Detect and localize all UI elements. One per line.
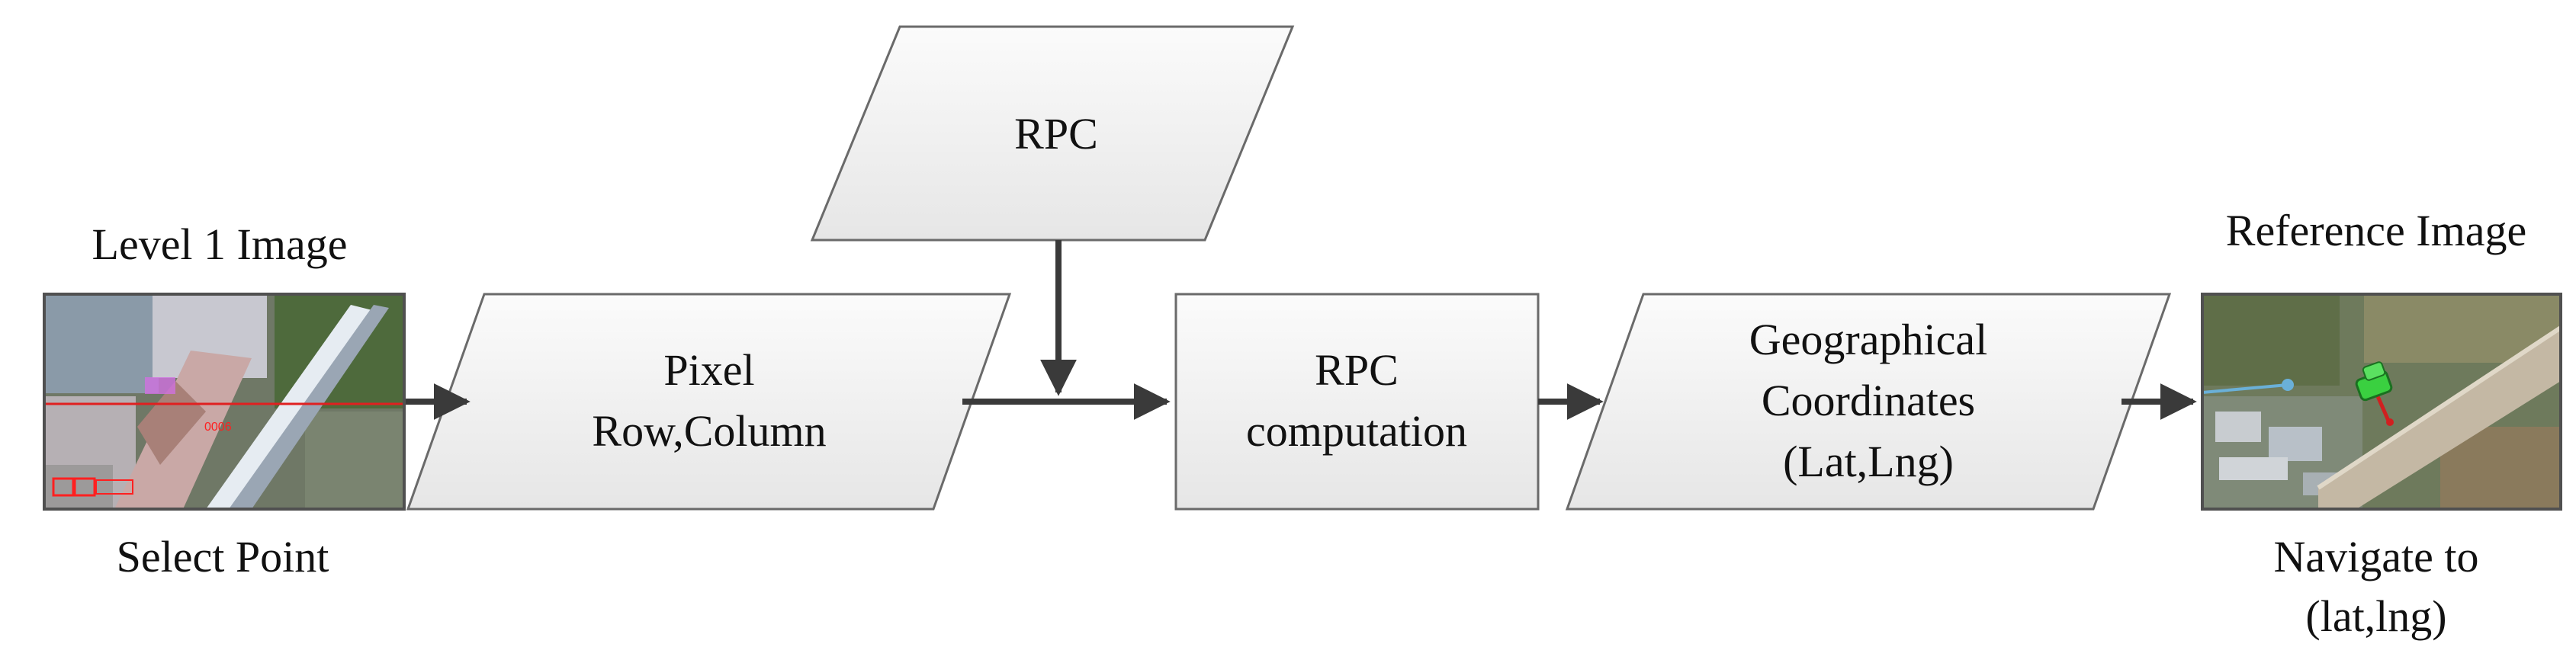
geo-box-line3: (Lat,Lng) — [1783, 437, 1954, 486]
reference-image-caption-line2: (lat,lng) — [2305, 591, 2446, 641]
level1-overlay-label: 0006 — [204, 421, 232, 434]
rpc-box: RPC — [810, 25, 1295, 242]
level1-image-caption: Select Point — [117, 532, 329, 581]
level1-image-title: Level 1 Image — [92, 219, 348, 269]
reference-image-thumbnail[interactable] — [2201, 293, 2562, 511]
pixel-box-line1: Pixel — [663, 345, 754, 395]
rpc-box-label: RPC — [1014, 109, 1098, 159]
reference-image-title: Reference Image — [2226, 206, 2526, 255]
geo-box-line2: Coordinates — [1762, 376, 1975, 425]
computation-box-line2: computation — [1246, 406, 1467, 456]
geo-box-line1: Geographical — [1749, 315, 1987, 364]
geographical-coordinates-box: Geographical Coordinates (Lat,Lng) — [1565, 293, 2172, 511]
pixel-row-column-box: Pixel Row,Column — [406, 293, 1012, 511]
reference-image-caption-line1: Navigate to — [2274, 532, 2479, 581]
computation-box-line1: RPC — [1315, 345, 1399, 395]
rpc-computation-box: RPC computation — [1174, 293, 1540, 511]
pixel-box-line2: Row,Column — [592, 406, 826, 456]
level1-image-thumbnail[interactable]: 0006 — [43, 293, 406, 511]
map-pin-icon — [2355, 361, 2394, 426]
